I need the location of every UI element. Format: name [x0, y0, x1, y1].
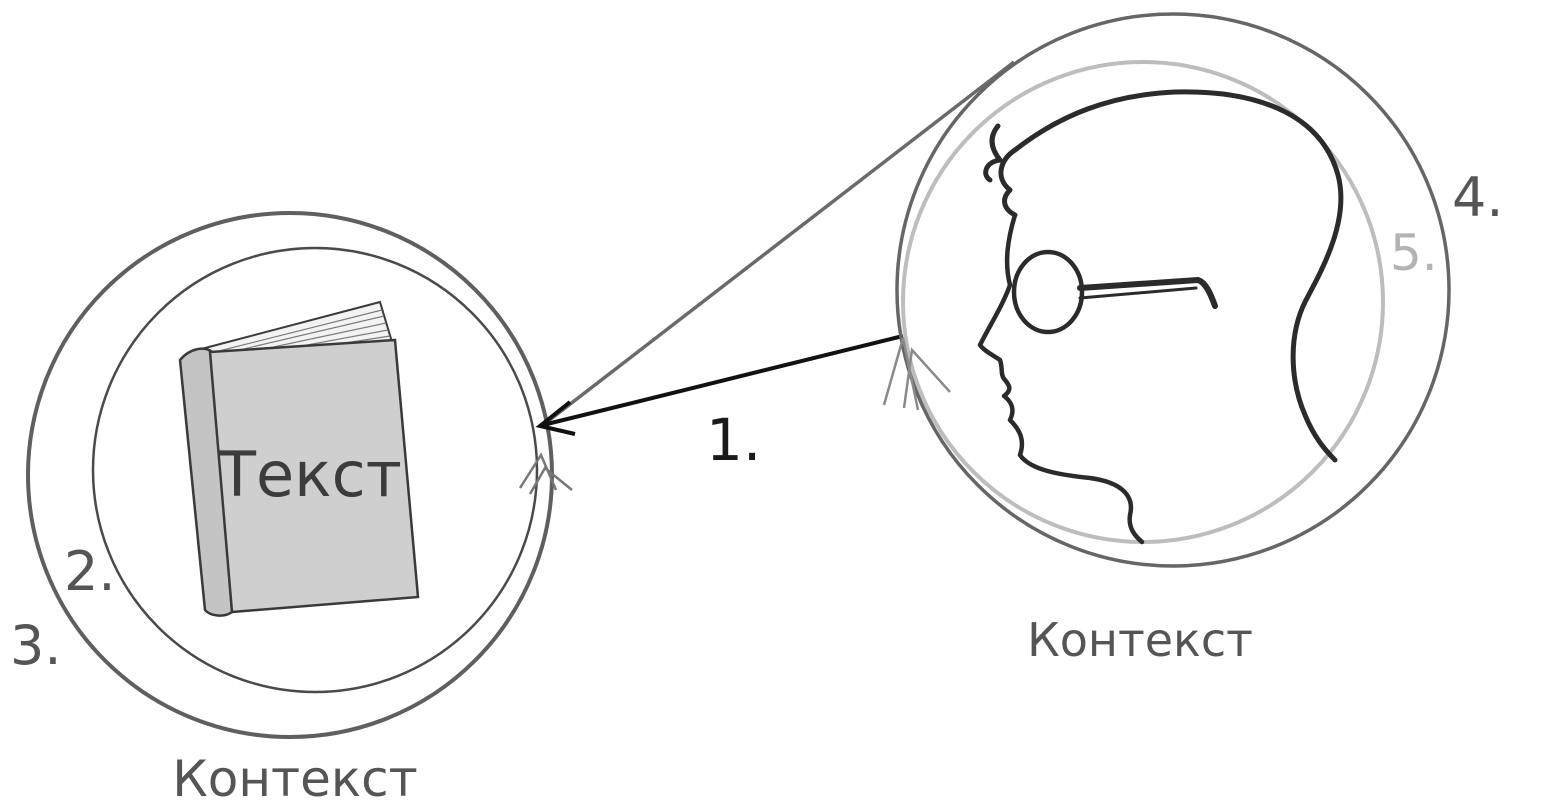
glasses-arm-lower [1078, 286, 1198, 300]
reader-head-icon [977, 89, 1344, 545]
step-3-label: 3. [10, 614, 62, 677]
book-label: Текст [217, 438, 402, 511]
hair [983, 123, 1018, 218]
glasses-lens [1011, 249, 1085, 335]
text-inner-context-circle [91, 246, 539, 694]
text-context-group: Текст 2. 3. Контекст [10, 211, 573, 803]
face-profile [977, 212, 1145, 545]
book-icon: Текст [178, 300, 420, 617]
step-1-label: 1. [706, 406, 761, 474]
step-4-label: 4. [1452, 166, 1504, 229]
reader-context-group: 4. 5. Контекст [882, 12, 1504, 667]
reader-context-label: Контекст [1027, 613, 1253, 667]
reading-arrow-head [535, 400, 576, 436]
reader-outer-context-circle [895, 12, 1451, 568]
head-outline [1012, 89, 1344, 463]
reading-arrow-shaft [542, 334, 904, 427]
step-5-label: 5. [1390, 224, 1438, 282]
glasses-arm [1077, 277, 1218, 309]
text-circle-chevron-icon [518, 452, 573, 495]
text-context-label: Контекст [172, 750, 417, 803]
reader-inner-context-circle [901, 60, 1385, 544]
step-2-label: 2. [64, 540, 116, 603]
book-cover [208, 338, 420, 614]
arrow-icon [535, 334, 904, 436]
reader-circle-chevron-icon [882, 337, 951, 411]
perspective-line [541, 60, 1016, 427]
